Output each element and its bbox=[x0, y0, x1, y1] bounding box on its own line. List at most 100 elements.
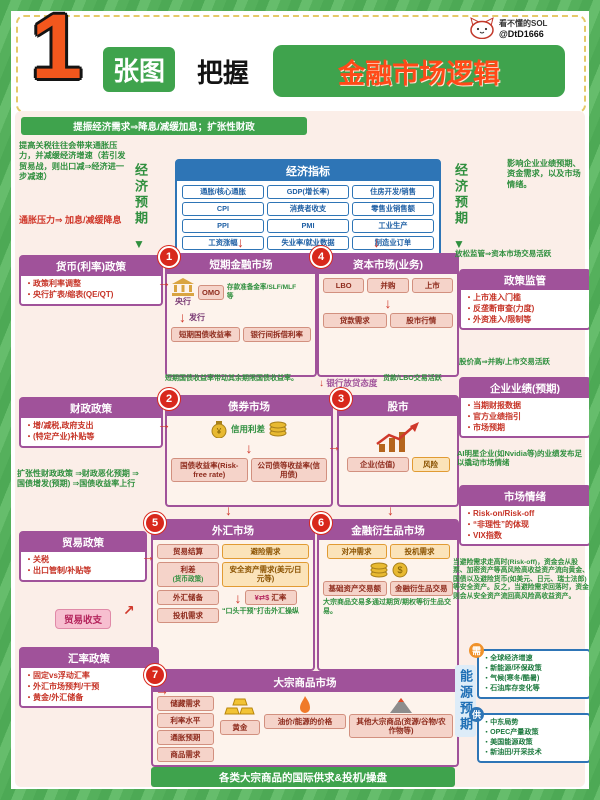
indicator-item: 失业率/就业数据 bbox=[267, 236, 349, 251]
step-2-badge: 2 bbox=[158, 388, 180, 410]
indicator-item: CPI bbox=[182, 202, 264, 217]
policy-item: VIX指数 bbox=[465, 531, 585, 542]
step-4-badge: 4 bbox=[310, 246, 332, 268]
derivatives-trade-pill: 金融衍生品交易 bbox=[389, 581, 453, 596]
energy-outlook-section: 能源预期 需 全球经济增速 新能源/环保政策 气候(寒冬/酷暑) 石油库存变化等… bbox=[455, 643, 589, 773]
down-arrow-icon: ▼ bbox=[133, 237, 145, 251]
infographic-page: 1 张图 把握 金融市场逻辑 看不懂的SOL @DtD1666 提振经济需求⇒降… bbox=[11, 11, 589, 789]
storage-demand-pill: 储藏需求 bbox=[157, 696, 214, 711]
earnings-box: 企业业绩(预期) 当期财报数据 官方业绩指引 市场预期 bbox=[459, 377, 589, 439]
tariff-note: 提高关税往往会带来通胀压力，并减缓经济增速（若引发贸易战，则出口减⇒经济进一步减… bbox=[19, 141, 126, 181]
down-arrow-icon: ↓ bbox=[179, 309, 186, 325]
commodity-drivers: 储藏需求 利率水平 通胀预期 商品需求 bbox=[157, 696, 214, 762]
policy-item: 外资准入/限制等 bbox=[465, 315, 585, 326]
indicator-item: GDP(增长率) bbox=[267, 185, 349, 200]
inflation-expectation-pill: 通胀预期 bbox=[157, 730, 214, 745]
indicator-item: 零售业销售额 bbox=[352, 202, 434, 217]
merger-pill: 并购 bbox=[367, 278, 409, 293]
step-6-badge: 6 bbox=[310, 512, 332, 534]
policy-item: 当期财报数据 bbox=[465, 401, 585, 412]
stock-chart-icon bbox=[376, 422, 419, 452]
regulation-box: 政策监管 上市准入门槛 反垄断审查(力度) 外资准入/限制等 bbox=[459, 269, 589, 331]
step-3-badge: 3 bbox=[330, 388, 352, 410]
flow-arrow-icon: → bbox=[327, 438, 341, 454]
indicator-item: PPI bbox=[182, 219, 264, 234]
policy-item: 外汇市场预判/干预 bbox=[25, 682, 153, 693]
volcano-icon bbox=[390, 698, 412, 713]
stock-activity-pill: 股市行情 bbox=[389, 313, 453, 328]
fx-rate-pill: ¥⇄$ 汇率 bbox=[244, 590, 297, 606]
flow-arrow-icon: ↓ bbox=[373, 234, 380, 250]
energy-item: 美国能源政策 bbox=[483, 738, 585, 748]
step-7-badge: 7 bbox=[144, 664, 166, 686]
coins-icon bbox=[269, 421, 287, 437]
market-bond: 2 债券市场 ¥ 信用利差 ↓ 国债收益率(Risk-free rate) 公司… bbox=[158, 388, 333, 507]
fx-policy-title: 汇率政策 bbox=[21, 649, 157, 668]
derivatives-note: 大宗商品交易多通过期货/期权等衍生品交易。 bbox=[323, 599, 451, 615]
policy-item: 央行扩表/缩表(QE/QT) bbox=[25, 290, 157, 301]
market-derivatives: 6 金融衍生品市场 对冲需求 投机需求 $ 基础资产交易额 金融衍生 bbox=[310, 512, 459, 671]
energy-supply-box: 中东局势 OPEC产量政策 美国能源政策 新油田/开采技术 bbox=[477, 713, 589, 763]
headline-bawo: 把握 bbox=[197, 58, 250, 88]
flame-icon bbox=[300, 696, 310, 713]
policy-item: 反垄断审查(力度) bbox=[465, 304, 585, 315]
short-bond-yield-pill: 短期国债收益率 bbox=[171, 327, 240, 342]
market-capital-title: 资本市场(业务) bbox=[319, 255, 457, 274]
logo-name: 看不懂的SOL bbox=[499, 18, 548, 28]
headline-title: 金融市场逻辑 bbox=[338, 58, 500, 89]
policy-item: 出口管制/补贴等 bbox=[25, 566, 141, 577]
risk-pill: 风险 bbox=[411, 457, 450, 472]
down-arrow-icon: ↓ bbox=[384, 295, 392, 311]
market-short-term-money: 1 短期金融市场 央行 OMO 存款准备金率/SLF/MLF等 ↓ 发行 bbox=[158, 246, 317, 377]
omo-pill: OMO bbox=[198, 285, 224, 300]
energy-item: 石油库存变化等 bbox=[483, 684, 585, 694]
risk-off-paragraph: 当避险需求走高时(Risk-off)，资金会从股票、加密资产等高风险高收益资产流… bbox=[453, 559, 589, 600]
loan-lbo-note: 贷款/LBO交易活跃 bbox=[383, 375, 442, 382]
bank-lending-attitude-note: ↓ 银行放贷态度 bbox=[319, 378, 378, 389]
fx-policy-box: 汇率政策 固定vs浮动汇率 外汇市场预判/干预 黄金/外汇储备 bbox=[19, 647, 159, 709]
monetary-policy-title: 货币(利率)政策 bbox=[21, 257, 161, 276]
valuation-pill: 企业(估值) bbox=[346, 457, 409, 472]
svg-text:¥: ¥ bbox=[216, 427, 222, 436]
interbank-rate-pill: 银行间拆借利率 bbox=[242, 327, 311, 342]
svg-text:$: $ bbox=[397, 565, 402, 575]
dollar-coin-icon: $ bbox=[392, 562, 407, 578]
fiscal-policy-title: 财政政策 bbox=[21, 399, 161, 418]
inflation-note: 通胀压力⇒ 加息/减缓降息 bbox=[19, 215, 122, 225]
market-fx-title: 外汇市场 bbox=[153, 521, 313, 540]
regulation-title: 政策监管 bbox=[461, 271, 589, 290]
policy-item: (特定产业)补贴等 bbox=[25, 432, 157, 443]
haven-demand-pill: 避险需求 bbox=[222, 544, 309, 559]
influence-note: 影响企业业绩预期、资金需求，以及市场情绪。 bbox=[507, 159, 581, 189]
cat-icon bbox=[470, 17, 494, 39]
policy-item: 政策利率调整 bbox=[25, 279, 157, 290]
other-commodities-pill: 其他大宗商品(资源/谷物/农作物等) bbox=[349, 714, 453, 738]
economic-indicators-box: 经济指标 通胀/核心通胀 CPI PPI 工资涨幅 GDP(增长率) 消费者收支… bbox=[175, 159, 441, 263]
fiscal-expansion-note: 扩张性财政政策 ⇒财政恶化预期 ⇒国债增发(预期) ⇒国债收益率上行 bbox=[17, 469, 139, 488]
rate-level-pill: 利率水平 bbox=[157, 713, 214, 728]
policy-item: 黄金/外汇储备 bbox=[25, 693, 153, 704]
rate-spread-pill: 利差(货币政策) bbox=[157, 562, 219, 588]
economic-indicators-title: 经济指标 bbox=[177, 161, 439, 181]
market-short-term-title: 短期金融市场 bbox=[167, 255, 315, 274]
policy-tools-note: 存款准备金率/SLF/MLF等 bbox=[226, 284, 297, 300]
flow-arrow-icon: → bbox=[155, 682, 169, 698]
logo-handle: @DtD1666 bbox=[499, 28, 544, 39]
energy-item: 新能源/环保政策 bbox=[483, 664, 585, 674]
corp-bond-yield-pill: 公司债等收益率(信用债) bbox=[250, 458, 327, 482]
flow-arrow-icon: → bbox=[157, 416, 171, 432]
policy-item: 固定vs浮动汇率 bbox=[25, 671, 153, 682]
market-commodities: 7 大宗商品市场 储藏需求 利率水平 通胀预期 商品需求 黄金 bbox=[144, 664, 459, 767]
energy-outlook-label: 能源预期 bbox=[455, 665, 476, 737]
flow-arrow-icon: ↓ bbox=[225, 502, 232, 518]
policy-item: 增/减税,政府支出 bbox=[25, 421, 157, 432]
gold-pill: 黄金 bbox=[219, 720, 260, 735]
demand-badge: 需 bbox=[469, 643, 484, 658]
energy-item: OPEC产量政策 bbox=[483, 728, 585, 738]
trade-settlement-pill: 贸易结算 bbox=[157, 544, 219, 559]
market-bond-title: 债券市场 bbox=[167, 397, 331, 416]
sentiment-title: 市场情绪 bbox=[461, 487, 589, 506]
policy-item: 上市准入门槛 bbox=[465, 293, 585, 304]
down-arrow-icon: ▼ bbox=[453, 237, 465, 251]
